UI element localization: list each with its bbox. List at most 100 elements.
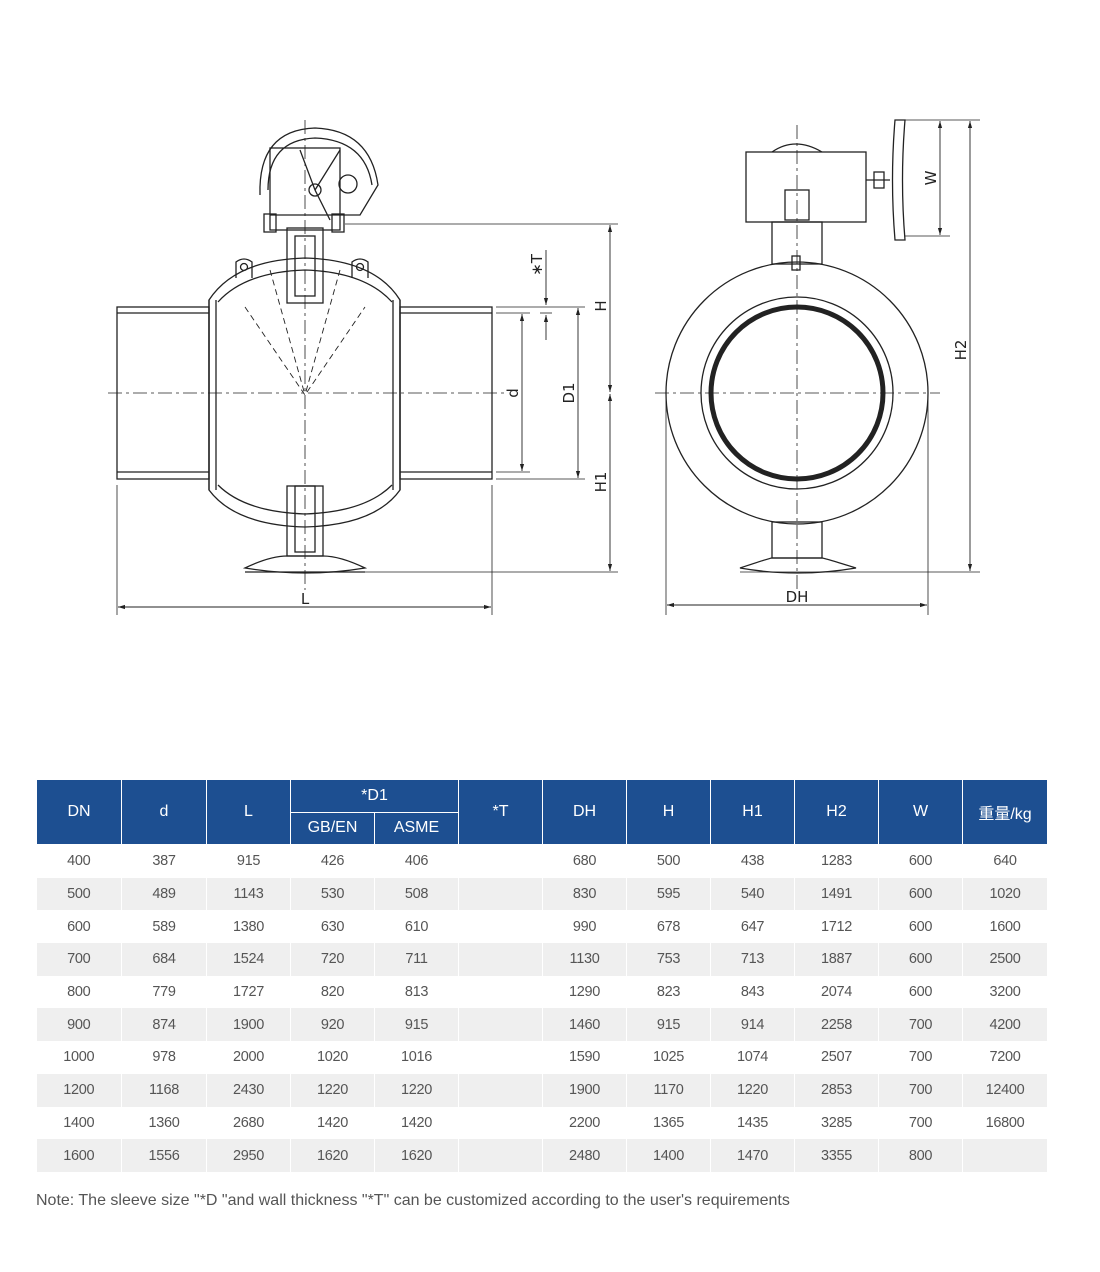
table-cell <box>458 1073 543 1107</box>
header-asme: ASME <box>374 811 459 845</box>
table-cell: 1016 <box>374 1041 459 1074</box>
table-cell: 1556 <box>121 1139 207 1172</box>
header-dh: DH <box>542 779 627 845</box>
header-w: W <box>878 779 963 845</box>
table-cell: 700 <box>878 1041 963 1074</box>
front-view <box>655 119 980 615</box>
table-cell: 2500 <box>962 943 1048 976</box>
table-cell: 1143 <box>206 877 291 911</box>
table-cell: 711 <box>374 943 459 976</box>
table-cell: 406 <box>374 844 459 878</box>
table-cell: 700 <box>878 1008 963 1042</box>
table-cell: 600 <box>878 877 963 911</box>
table-cell: 530 <box>290 877 375 911</box>
table-cell: 2430 <box>206 1073 291 1107</box>
table-cell <box>458 910 543 944</box>
header-d1: *D1 <box>290 779 459 813</box>
table-cell: 1712 <box>794 910 879 944</box>
header-h1: H1 <box>710 779 795 845</box>
table-cell <box>458 877 543 911</box>
table-cell: 1420 <box>290 1106 375 1140</box>
table-cell <box>962 1139 1048 1172</box>
table-cell: 1000 <box>36 1041 122 1074</box>
footnote: Note: The sleeve size "*D "and wall thic… <box>36 1192 790 1209</box>
table-cell: 540 <box>710 877 795 911</box>
table-cell: 1220 <box>710 1073 795 1107</box>
table-cell: 12400 <box>962 1073 1048 1107</box>
header-l: L <box>206 779 291 845</box>
dim-label-H: H <box>592 300 610 311</box>
table-cell: 915 <box>206 844 291 878</box>
table-cell: 1400 <box>626 1139 711 1172</box>
table-cell: 1130 <box>542 943 627 976</box>
table-cell <box>458 1139 543 1172</box>
table-cell: 900 <box>36 1008 122 1042</box>
table-cell: 874 <box>121 1008 207 1042</box>
table-cell: 813 <box>374 975 459 1009</box>
table-cell: 1420 <box>374 1106 459 1140</box>
table-cell: 1380 <box>206 910 291 944</box>
table-cell: 640 <box>962 844 1048 878</box>
table-cell: 2853 <box>794 1073 879 1107</box>
table-cell: 1220 <box>290 1073 375 1107</box>
table-cell: 589 <box>121 910 207 944</box>
dim-label-DH: DH <box>786 588 809 606</box>
table-cell: 426 <box>290 844 375 878</box>
table-cell: 684 <box>121 943 207 976</box>
table-cell: 2480 <box>542 1139 627 1172</box>
table-cell: 1220 <box>374 1073 459 1107</box>
table-cell: 1470 <box>710 1139 795 1172</box>
table-cell: 400 <box>36 844 122 878</box>
table-cell: 914 <box>710 1008 795 1042</box>
table-cell: 647 <box>710 910 795 944</box>
header-h2: H2 <box>794 779 879 845</box>
dim-label-T: ∗T <box>528 253 546 276</box>
table-cell: 700 <box>878 1073 963 1107</box>
dim-label-d: d <box>504 388 522 398</box>
table-cell: 4200 <box>962 1008 1048 1042</box>
table-cell: 720 <box>290 943 375 976</box>
table-cell: 915 <box>626 1008 711 1042</box>
table-cell: 820 <box>290 975 375 1009</box>
table-cell: 595 <box>626 877 711 911</box>
table-cell: 978 <box>121 1041 207 1074</box>
header-d: d <box>121 779 207 845</box>
table-cell: 630 <box>290 910 375 944</box>
table-cell: 600 <box>36 910 122 944</box>
table-cell: 1025 <box>626 1041 711 1074</box>
table-cell: 1491 <box>794 877 879 911</box>
table-cell: 1524 <box>206 943 291 976</box>
table-cell: 3200 <box>962 975 1048 1009</box>
table-cell: 800 <box>878 1139 963 1172</box>
header-dn: DN <box>36 779 122 845</box>
table-cell: 1020 <box>962 877 1048 911</box>
table-cell: 920 <box>290 1008 375 1042</box>
side-view <box>108 120 618 615</box>
table-cell: 700 <box>36 943 122 976</box>
table-cell: 489 <box>121 877 207 911</box>
table-cell: 2074 <box>794 975 879 1009</box>
table-cell: 713 <box>710 943 795 976</box>
table-cell: 600 <box>878 844 963 878</box>
table-cell: 1620 <box>374 1139 459 1172</box>
dim-label-H2: H2 <box>952 340 970 361</box>
table-cell: 823 <box>626 975 711 1009</box>
table-cell: 1727 <box>206 975 291 1009</box>
table-cell: 500 <box>626 844 711 878</box>
table-cell: 2507 <box>794 1041 879 1074</box>
table-cell: 1074 <box>710 1041 795 1074</box>
table-cell: 1600 <box>962 910 1048 944</box>
table-cell <box>458 943 543 976</box>
table-cell: 610 <box>374 910 459 944</box>
table-cell: 2200 <box>542 1106 627 1140</box>
table-cell: 1600 <box>36 1139 122 1172</box>
table-cell: 600 <box>878 910 963 944</box>
